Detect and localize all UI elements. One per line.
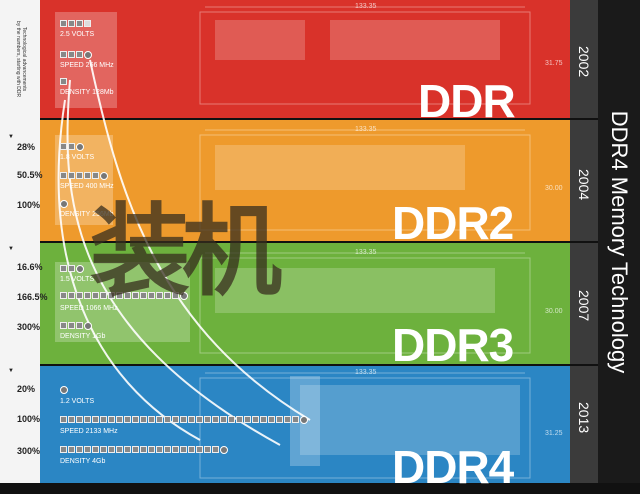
ddr2-dim-top: 133.35: [355, 126, 377, 133]
ddr3-speed-pct: 166.5%: [17, 292, 48, 302]
ddr4-dim-side: 31.25: [545, 430, 563, 437]
ddr3-dim-side: 30.00: [545, 308, 563, 315]
ddr4-volts-pct: 20%: [17, 384, 36, 394]
ddr4-speed: SPEED 2133 MHz: [60, 428, 118, 435]
band-ddr: [40, 0, 570, 118]
ddr-spec-highlight: [55, 12, 117, 108]
ddr2-name: DDR2: [392, 197, 514, 249]
svg-text:▼: ▼: [8, 246, 14, 252]
ddr4-dim-top: 133.35: [355, 369, 377, 376]
year-ddr: 2002: [576, 46, 592, 78]
watermark: 装机: [90, 193, 282, 310]
ddr4-speed-pct: 100%: [17, 414, 41, 424]
year-ddr3: 2007: [576, 290, 592, 322]
ddr4-density-pct: 300%: [17, 446, 41, 456]
title-container: DDR4 Memory Technology: [598, 0, 640, 483]
year-ddr4: 2013: [576, 402, 592, 434]
ddr2-density: DENSITY 256Mb: [60, 211, 114, 218]
ddr3-volts-pct: 16.6%: [17, 262, 43, 272]
ddr3-density: DENSITY 1Gb: [60, 333, 106, 340]
ddr3-speed-bar: [60, 292, 188, 300]
ddr3-density-pct: 300%: [17, 322, 41, 332]
band-ddr3: [40, 243, 570, 364]
ddr4-volts: 1.2 VOLTS: [60, 398, 95, 405]
ddr2-dim-side: 30.00: [545, 185, 563, 192]
left-strip: [0, 0, 40, 483]
ddr4-speed-bar: [60, 416, 308, 424]
ddr2-speed-pct: 50.5%: [17, 170, 43, 180]
ddr2-density-pct: 100%: [17, 200, 41, 210]
ddr4-density: DENSITY 4Gb: [60, 458, 106, 465]
ddr2-speed: SPEED 400 MHz: [60, 183, 114, 190]
ddr-dim-side: 31.75: [545, 60, 563, 67]
ddr-speed-bar: [60, 51, 92, 59]
svg-text:▼: ▼: [8, 134, 14, 140]
ddr2-speed-bar: [60, 172, 108, 180]
ddr4-volts-bar: [60, 386, 68, 394]
ddr3-speed: SPEED 1066 MHz: [60, 305, 118, 312]
module-outlines: ▼ ▼ ▼: [8, 6, 531, 479]
year-col-ddr: [570, 0, 598, 118]
page-title: DDR4 Memory Technology: [607, 110, 632, 373]
ddr-density-bar: [60, 78, 67, 85]
ddr4-name: DDR4: [392, 441, 514, 493]
year-col-ddr3: [570, 243, 598, 364]
ddr4-density-bar: [60, 446, 228, 454]
year-ddr2: 2004: [576, 169, 592, 201]
ddr2-volts-bar: [60, 143, 84, 151]
year-col-ddr4: [570, 366, 598, 483]
svg-text:▼: ▼: [8, 368, 14, 374]
ddr2-density-bar: [60, 200, 68, 208]
ddr2-volts-pct: 28%: [17, 142, 36, 152]
ddr-volts-bar: [60, 20, 91, 27]
title-bar: [598, 0, 640, 483]
year-col-ddr2: [570, 120, 598, 241]
band-ddr2: [40, 120, 570, 241]
ddr2-spec-highlight: [55, 135, 113, 225]
ddr3-density-bar: [60, 322, 92, 330]
band-ddr4: [40, 366, 570, 483]
ddr-name: DDR: [418, 75, 516, 127]
ddr3-volts-bar: [60, 265, 84, 273]
ddr3-dim-top: 133.35: [355, 249, 377, 256]
ddr-volts: 2.5 VOLTS: [60, 31, 95, 38]
ddr3-volts: 1.5 VOLTS: [60, 276, 95, 283]
ddr-density: DENSITY 128Mb: [60, 89, 114, 96]
ddr-speed: SPEED 266 MHz: [60, 62, 114, 69]
ddr2-volts: 1.8 VOLTS: [60, 154, 95, 161]
ddr3-name: DDR3: [392, 319, 514, 371]
ddr-dim-top: 133.35: [355, 3, 377, 10]
